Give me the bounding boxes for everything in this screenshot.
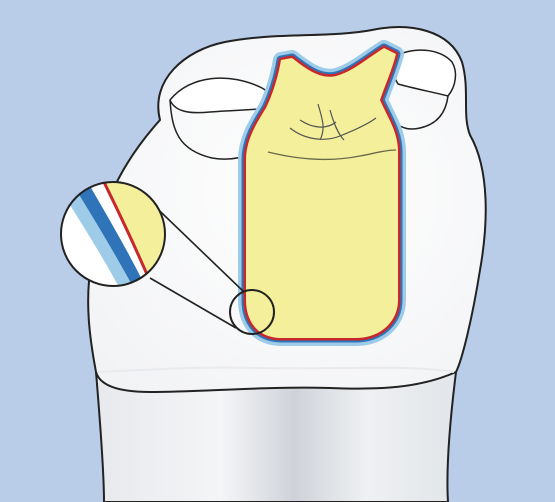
inlay-preparation [246,48,398,338]
